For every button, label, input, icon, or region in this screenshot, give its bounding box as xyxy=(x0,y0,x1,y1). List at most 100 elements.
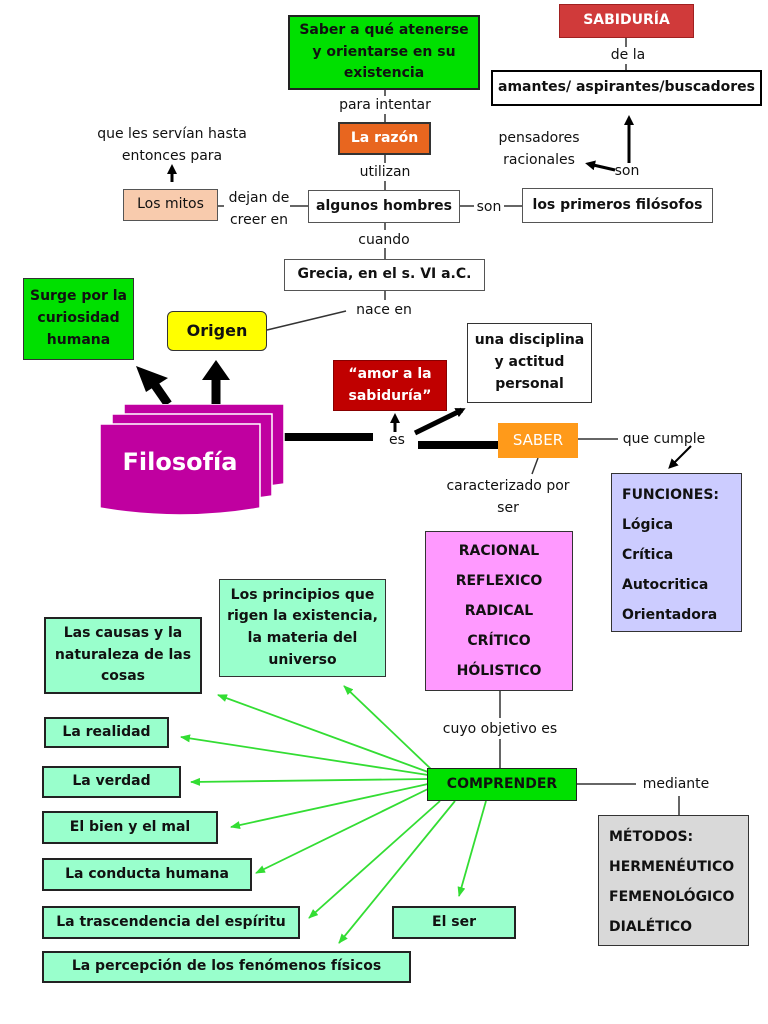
saber-atenerse-box: Saber a qué atenerse y orientarse en su … xyxy=(288,15,480,90)
label-dejan-de: dejan de creer en xyxy=(224,188,294,231)
caracteristica-critico: CRÍTICO xyxy=(467,633,531,649)
caracteristica-reflexico: REFLEXICO xyxy=(455,573,543,589)
amantes-box: amantes/ aspirantes/buscadores xyxy=(491,70,762,106)
ser-text: El ser xyxy=(432,913,476,930)
grecia-box: Grecia, en el s. VI a.C. xyxy=(284,259,485,291)
realidad-box: La realidad xyxy=(44,717,169,748)
principios-line-3: la materia del xyxy=(247,630,358,646)
label-de-la: de la xyxy=(610,47,646,63)
label-cuyo-objetivo: cuyo objetivo es xyxy=(442,721,558,737)
label-son-left: son xyxy=(476,199,502,215)
origen-text: Origen xyxy=(186,320,248,340)
bien-mal-box: El bien y el mal xyxy=(42,811,218,844)
causas-line-3: cosas xyxy=(100,668,146,685)
metodos-box: MÉTODOS: HERMENÉUTICO FEMENOLÓGICO DIALÉ… xyxy=(598,815,749,946)
mitos-text: Los mitos xyxy=(137,196,204,213)
label-para-intentar: para intentar xyxy=(339,97,431,113)
metodo-hermeneutico: HERMENÉUTICO xyxy=(609,859,735,875)
caracteristica-racional: RACIONAL xyxy=(458,543,540,559)
funciones-orientadora: Orientadora xyxy=(622,607,718,623)
metodo-femenologico: FEMENOLÓGICO xyxy=(609,889,735,905)
trascendencia-box: La trascendencia del espíritu xyxy=(42,906,300,939)
filosofia-title: Filosofía xyxy=(122,448,238,476)
grecia-text: Grecia, en el s. VI a.C. xyxy=(297,266,472,283)
razon-text: La razón xyxy=(350,129,419,146)
razon-box: La razón xyxy=(338,122,431,155)
conducta-box: La conducta humana xyxy=(42,858,252,891)
funciones-box: FUNCIONES: Lógica Crítica Autocritica Or… xyxy=(611,473,742,632)
saber-atenerse-line-3: existencia xyxy=(343,65,425,82)
principios-line-2: rigen la existencia, xyxy=(227,608,378,625)
disciplina-line-1: una disciplina xyxy=(474,332,585,349)
comprender-text: COMPRENDER xyxy=(446,775,558,792)
origen-box: Origen xyxy=(167,311,267,351)
saber-text: SABER xyxy=(512,430,564,449)
label-es: es xyxy=(389,432,405,448)
metodo-dialetico: DIALÉTICO xyxy=(609,919,693,935)
label-que-cumple: que cumple xyxy=(622,431,706,447)
label-utilizan: utilizan xyxy=(359,164,411,180)
caracterizado-line-2: ser xyxy=(497,499,519,516)
principios-box: Los principios que rigen la existencia, … xyxy=(219,579,386,677)
caracterizado-line-1: caracterizado por xyxy=(446,478,570,494)
primeros-filosofos-box: los primeros filósofos xyxy=(522,188,713,223)
funciones-critica: Crítica xyxy=(622,547,674,563)
amor-box: “amor a la sabiduría” xyxy=(333,360,447,411)
principios-line-1: Los principios que xyxy=(230,586,375,603)
caracteristica-holistico: HÓLISTICO xyxy=(456,663,542,679)
verdad-box: La verdad xyxy=(42,766,181,798)
caracteristica-radical: RADICAL xyxy=(464,603,534,619)
que-les-servian-line-1: que les servían hasta xyxy=(97,126,247,142)
label-cuando: cuando xyxy=(358,232,410,248)
label-son-right: son xyxy=(614,163,640,179)
algunos-hombres-box: algunos hombres xyxy=(308,190,460,223)
disciplina-line-2: y actitud xyxy=(494,354,565,371)
primeros-filosofos-text: los primeros filósofos xyxy=(532,196,703,213)
disciplina-line-3: personal xyxy=(495,375,564,392)
surge-line-1: Surge por la xyxy=(29,288,127,305)
filosofia-shape: Filosofía xyxy=(100,404,286,519)
percepcion-text: La percepción de los fenómenos físicos xyxy=(71,958,382,975)
label-nace-en: nace en xyxy=(356,302,412,318)
label-caracterizado: caracterizado por ser xyxy=(436,476,580,519)
mitos-box: Los mitos xyxy=(123,189,218,221)
causas-box: Las causas y la naturaleza de las cosas xyxy=(44,617,202,694)
disciplina-box: una disciplina y actitud personal xyxy=(467,323,592,403)
surge-line-3: humana xyxy=(46,331,111,348)
filosofia-front-page xyxy=(100,423,261,516)
amantes-text: amantes/ aspirantes/buscadores xyxy=(498,79,755,96)
dejan-de-line-1: dejan de xyxy=(228,190,290,206)
comprender-box: COMPRENDER xyxy=(427,768,577,801)
metodos-title: MÉTODOS: xyxy=(609,829,694,845)
algunos-hombres-text: algunos hombres xyxy=(316,197,452,214)
sabiduria-text: SABIDURÍA xyxy=(583,12,670,29)
pensadores-line-2: racionales xyxy=(503,151,575,168)
label-mediante: mediante xyxy=(642,776,710,792)
label-pensadores: pensadores racionales xyxy=(489,128,589,171)
saber-atenerse-line-2: y orientarse en su xyxy=(312,43,456,60)
funciones-logica: Lógica xyxy=(622,517,674,533)
saber-box: SABER xyxy=(498,423,578,458)
dejan-de-line-2: creer en xyxy=(229,211,289,228)
conducta-text: La conducta humana xyxy=(65,865,229,882)
label-que-les-servian: que les servían hasta entonces para xyxy=(86,124,258,167)
funciones-title: FUNCIONES: xyxy=(622,487,719,503)
trascendencia-text: La trascendencia del espíritu xyxy=(56,913,286,930)
causas-line-2: naturaleza de las xyxy=(54,646,192,663)
que-les-servian-line-2: entonces para xyxy=(121,147,223,164)
saber-atenerse-line-1: Saber a qué atenerse xyxy=(299,21,469,38)
surge-line-2: curiosidad xyxy=(37,310,120,327)
funciones-autocritica: Autocritica xyxy=(622,577,709,593)
ser-box: El ser xyxy=(392,906,516,939)
causas-line-1: Las causas y la xyxy=(63,624,183,641)
caracteristicas-box: RACIONAL REFLEXICO RADICAL CRÍTICO HÓLIS… xyxy=(425,531,573,691)
sabiduria-box: SABIDURÍA xyxy=(559,4,694,38)
percepcion-box: La percepción de los fenómenos físicos xyxy=(42,951,411,983)
verdad-text: La verdad xyxy=(72,773,151,790)
amor-line-2: sabiduría” xyxy=(348,387,432,404)
bien-mal-text: El bien y el mal xyxy=(69,818,191,835)
pensadores-line-1: pensadores xyxy=(498,130,580,146)
surge-box: Surge por la curiosidad humana xyxy=(23,278,134,360)
principios-line-4: universo xyxy=(268,651,337,668)
